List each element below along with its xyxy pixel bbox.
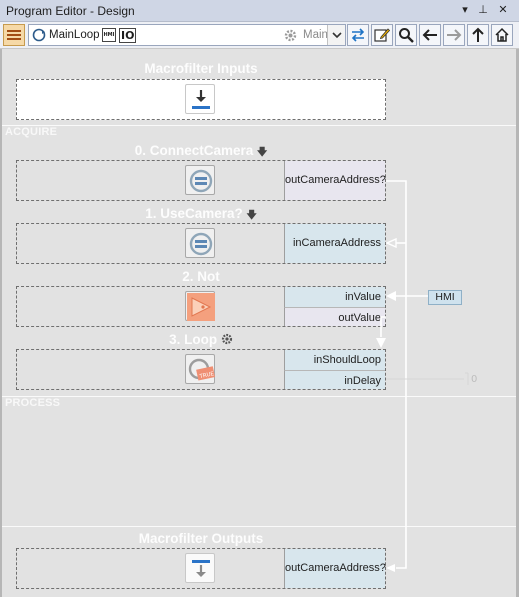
- process-label: PROCESS: [5, 397, 61, 409]
- step-3-title-text: 3. Loop: [169, 332, 218, 347]
- inputs-icon-box: [185, 84, 215, 114]
- acquire-divider: [2, 125, 516, 126]
- search-button[interactable]: [395, 24, 417, 46]
- editor-toolbar: MainLoop HMI IO Main: [0, 22, 519, 49]
- step-2-block[interactable]: inValue outValue: [16, 286, 386, 327]
- step-3-title: 3. Loop: [16, 332, 386, 347]
- step-0-icon: [185, 165, 215, 195]
- step-1-title: 1. UseCamera? 🡇: [16, 206, 386, 225]
- step-3-block[interactable]: TRUE inShouldLoop inDelay: [16, 349, 386, 390]
- arrow-macro-output: [386, 564, 395, 572]
- macro-outputs-block[interactable]: outCameraAddress?: [16, 548, 386, 589]
- not-operator-icon: [187, 293, 215, 321]
- arrow-right-icon: [447, 29, 462, 41]
- delay-value: 0: [471, 374, 478, 385]
- arrow-in-camera-address: [385, 237, 397, 249]
- up-button[interactable]: [467, 24, 489, 46]
- connection-wires: [376, 180, 469, 572]
- down-arrow-icon: 🡇: [246, 210, 257, 221]
- port-in-should-loop[interactable]: inShouldLoop: [284, 350, 385, 370]
- arrow-left-icon: [422, 29, 437, 41]
- settings-gear-icon: [221, 333, 232, 345]
- back-button[interactable]: [419, 24, 441, 46]
- program-canvas[interactable]: Macrofilter Inputs ACQUIRE 0. ConnectCam…: [2, 49, 516, 597]
- process-divider: [2, 396, 516, 397]
- panel-titlebar: Program Editor - Design ▾ ⊥ ✕: [0, 0, 519, 22]
- panel-title: Program Editor - Design: [6, 4, 135, 18]
- hmi-connection-tag[interactable]: HMI: [428, 290, 462, 305]
- chevron-down-icon: [332, 32, 342, 39]
- macro-outputs-title: Macrofilter Outputs: [138, 531, 264, 546]
- step-1-icon: [185, 228, 215, 258]
- download-arrow-icon: [192, 90, 210, 109]
- step-1-block[interactable]: inCameraAddress: [16, 223, 386, 264]
- pin-icon[interactable]: ⊥: [478, 3, 488, 16]
- step-0-title: 0. ConnectCamera 🡇: [16, 143, 386, 162]
- step-2-title: 2. Not: [182, 269, 220, 284]
- loop-true-icon: TRUE: [188, 358, 215, 381]
- search-icon: [399, 28, 414, 43]
- dropdown-arrow-icon[interactable]: ▾: [462, 3, 468, 16]
- home-icon: [495, 27, 509, 42]
- list-icon: [7, 30, 21, 40]
- forward-button[interactable]: [443, 24, 465, 46]
- close-icon[interactable]: ✕: [498, 3, 508, 16]
- arrow-in-value: [386, 291, 396, 301]
- loop-icon: [32, 28, 46, 42]
- port-in-value[interactable]: inValue: [284, 287, 385, 307]
- delay-bracket: [465, 372, 469, 385]
- output-arrow-icon: [192, 560, 210, 577]
- outputs-divider: [2, 526, 516, 527]
- port-out-camera-address[interactable]: outCameraAddress?: [284, 161, 386, 200]
- swap-button[interactable]: [347, 24, 369, 46]
- port-in-delay[interactable]: inDelay: [284, 370, 385, 389]
- home-button[interactable]: [491, 24, 513, 46]
- arrow-up-icon: [472, 27, 484, 42]
- macro-inputs-block[interactable]: [16, 79, 386, 120]
- step-2-icon: [185, 291, 215, 321]
- hmi-badge: HMI: [102, 28, 116, 42]
- down-arrow-icon: 🡇: [257, 147, 268, 158]
- port-out-value[interactable]: outValue: [284, 307, 385, 326]
- macrofilter-selector[interactable]: MainLoop HMI IO Main: [28, 24, 346, 46]
- step-0-block[interactable]: outCameraAddress?: [16, 160, 386, 201]
- gear-icon: [284, 29, 297, 42]
- step-3-icon: TRUE: [185, 354, 215, 384]
- svg-text:TRUE: TRUE: [198, 371, 215, 380]
- swap-icon: [351, 28, 365, 42]
- combo-dropdown-button[interactable]: [327, 25, 345, 45]
- step-0-title-text: 0. ConnectCamera: [134, 143, 254, 158]
- menu-button[interactable]: [3, 24, 25, 46]
- step-1-title-text: 1. UseCamera?: [145, 206, 243, 221]
- camera-connect-icon: [189, 169, 213, 193]
- loop-name: MainLoop: [49, 29, 100, 41]
- io-badge: IO: [119, 28, 137, 43]
- edit-button[interactable]: [371, 24, 393, 46]
- acquire-label: ACQUIRE: [5, 126, 58, 138]
- camera-use-icon: [189, 232, 213, 256]
- outputs-icon-box: [185, 553, 215, 583]
- wire-out-value: [380, 316, 386, 337]
- context-label: Main: [303, 29, 328, 41]
- edit-icon: [374, 28, 390, 42]
- macro-inputs-title: Macrofilter Inputs: [144, 61, 258, 76]
- arrow-should-loop: [376, 338, 386, 348]
- port-macro-out-camera-address[interactable]: outCameraAddress?: [284, 549, 386, 588]
- wire-camera-address: [386, 180, 407, 569]
- port-in-camera-address[interactable]: inCameraAddress: [284, 224, 385, 263]
